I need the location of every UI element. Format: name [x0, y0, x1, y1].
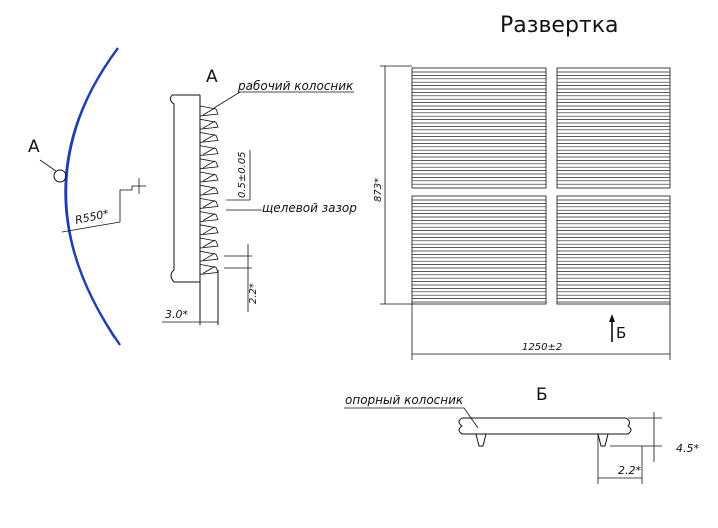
tooth-hatch [202, 120, 216, 129]
detail-a-label: А [28, 137, 40, 157]
tooth-hatch [202, 160, 216, 169]
gap-dimension: 0.5±0.05 [237, 151, 248, 198]
tooth [199, 105, 219, 117]
slot-panel [556, 195, 671, 305]
section-b-marker-arrow [609, 314, 615, 322]
section-b-marker: Б [616, 324, 626, 342]
support-bar-plate [458, 417, 632, 435]
radius-leader-jog [119, 186, 133, 222]
b-pitch-dimension: 2.2* [618, 464, 641, 477]
section-a-label: А [206, 67, 218, 87]
width-dimension: 3.0* [165, 308, 188, 321]
pitch-dimension: 2.2* [248, 283, 259, 304]
tooth [199, 145, 219, 157]
slot-gap-label: щелевой зазор [262, 201, 357, 215]
section-a-break [169, 94, 175, 283]
section-b-view: Б опорный колосник 2.2* 4.5* [344, 385, 699, 484]
slot-panel [411, 195, 547, 305]
development-view: 873* 1250±2 Б [373, 65, 671, 360]
support-bar-leader [344, 407, 479, 429]
tooth [199, 197, 219, 209]
tooth [199, 184, 219, 196]
tooth [199, 118, 219, 130]
tooth-hatch [202, 147, 216, 155]
tooth-hatch [202, 200, 216, 208]
support-bar-right [597, 433, 609, 447]
tooth [199, 211, 219, 223]
section-a-view: А рабочий колосник 0.5±0.05 щелевой зазо… [162, 67, 357, 325]
tooth-hatch [202, 239, 216, 248]
b-height-dimension: 4.5* [676, 442, 699, 455]
section-b-label: Б [536, 385, 548, 405]
working-bar-label: рабочий колосник [237, 79, 354, 93]
tooth-hatch [202, 213, 216, 221]
slot-panels [411, 67, 671, 305]
drawing-title: Развертка [500, 13, 619, 38]
detail-a-circle [53, 169, 67, 183]
slot-panel [411, 67, 547, 189]
tooth-hatch [202, 173, 216, 182]
tooth [199, 171, 219, 183]
grate-arc-inner [66, 54, 115, 339]
tooth-hatch [202, 134, 216, 142]
tooth-hatch [202, 252, 216, 261]
height-dimension: 873* [373, 178, 384, 202]
tooth-hatch [202, 226, 216, 235]
tooth-hatch [202, 107, 216, 116]
arc-view: А R550* [28, 47, 146, 346]
working-bar-leader [213, 91, 354, 109]
tooth [199, 131, 219, 143]
tooth-hatch [202, 186, 216, 195]
tooth [199, 263, 219, 275]
width-dimension: 1250±2 [522, 342, 562, 353]
detail-a-leader [39, 159, 57, 172]
wedge-wire-teeth [199, 105, 219, 275]
tooth-hatch [202, 266, 216, 274]
tooth [199, 250, 219, 262]
radius-leader [61, 221, 121, 233]
tooth [199, 158, 219, 170]
tooth [199, 224, 219, 236]
support-bar-left [475, 433, 487, 447]
tooth [199, 237, 219, 249]
support-bar-label: опорный колосник [345, 393, 464, 407]
slot-panel [556, 67, 671, 189]
radius-dimension: R550* [74, 207, 111, 227]
